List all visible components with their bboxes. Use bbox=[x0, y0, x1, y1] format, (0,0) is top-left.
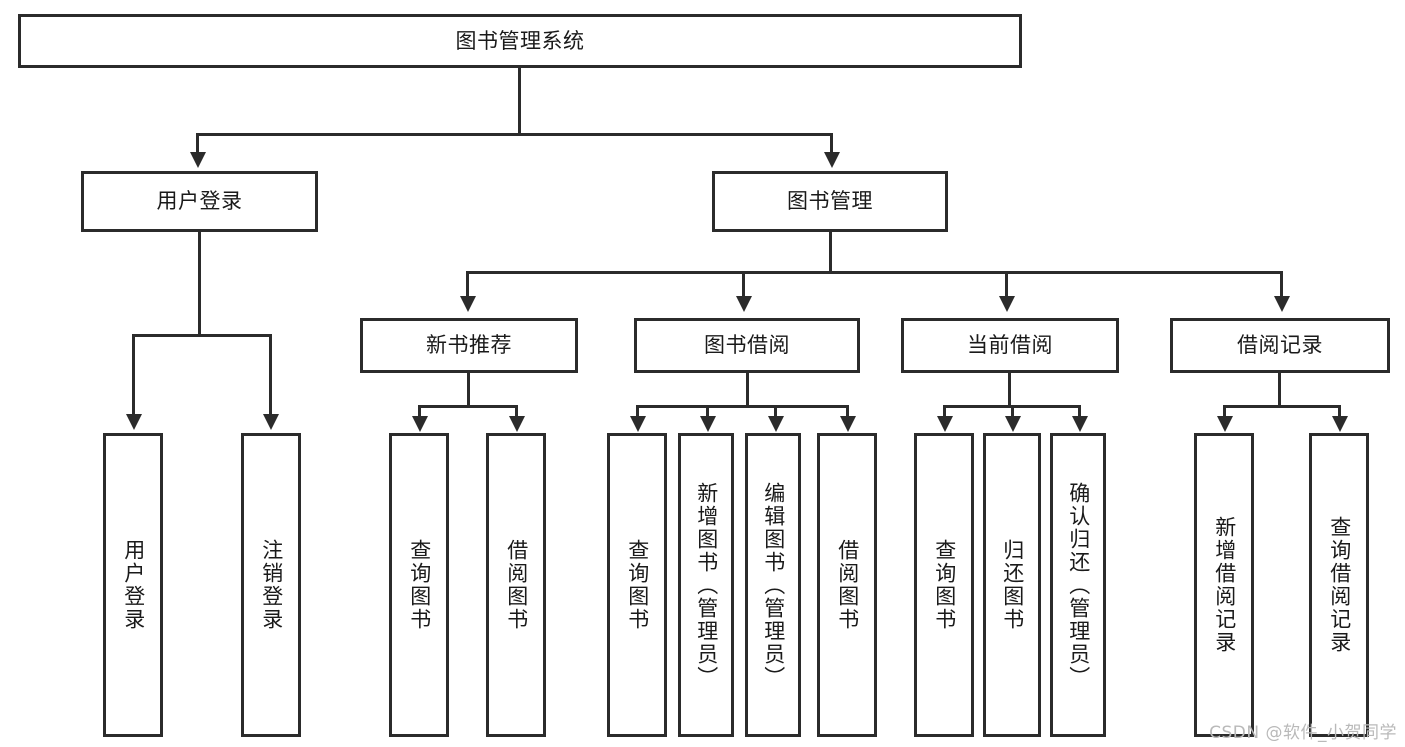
node-book-manage-label: 图书管理 bbox=[787, 189, 873, 214]
connector-book-borrow-drop-2 bbox=[706, 405, 709, 418]
arrowhead-leaf-user-login bbox=[126, 414, 142, 430]
connector-book-manage-stem bbox=[829, 232, 832, 274]
connector-book-borrow-drop-1 bbox=[636, 405, 639, 418]
arrowhead-leaf-borrow-book-1 bbox=[509, 416, 525, 432]
connector-current-borrow-drop-1 bbox=[943, 405, 946, 418]
leaf-logout-login-label: 注销登录 bbox=[259, 539, 284, 631]
leaf-add-book-label: 新增图书（管理员） bbox=[694, 481, 719, 689]
connector-new-book-bus bbox=[418, 405, 518, 408]
leaf-query-book-3[interactable]: 查询图书 bbox=[914, 433, 974, 737]
connector-new-book-drop-2 bbox=[515, 405, 518, 418]
arrowhead-book-manage bbox=[824, 152, 840, 168]
leaf-borrow-book-1[interactable]: 借阅图书 bbox=[486, 433, 546, 737]
node-new-book-recommend-label: 新书推荐 bbox=[426, 333, 512, 358]
node-book-borrow-label: 图书借阅 bbox=[704, 333, 790, 358]
connector-user-login-bus bbox=[132, 334, 272, 337]
leaf-add-record-label: 新增借阅记录 bbox=[1212, 516, 1237, 654]
node-root[interactable]: 图书管理系统 bbox=[18, 14, 1022, 68]
arrowhead-leaf-borrow-book-2 bbox=[840, 416, 856, 432]
arrowhead-leaf-add-record bbox=[1217, 416, 1233, 432]
connector-book-manage-bus bbox=[466, 271, 1283, 274]
leaf-edit-book-label: 编辑图书（管理员） bbox=[761, 481, 786, 689]
leaf-query-book-2[interactable]: 查询图书 bbox=[607, 433, 667, 737]
connector-root-to-user-login bbox=[196, 133, 199, 155]
leaf-add-book[interactable]: 新增图书（管理员） bbox=[678, 433, 734, 737]
leaf-logout-login[interactable]: 注销登录 bbox=[241, 433, 301, 737]
leaf-query-book-2-label: 查询图书 bbox=[625, 539, 650, 631]
node-user-login-label: 用户登录 bbox=[156, 189, 243, 214]
leaf-confirm-return-label: 确认归还（管理员） bbox=[1066, 481, 1091, 689]
arrowhead-leaf-confirm-return bbox=[1072, 416, 1088, 432]
connector-borrow-record-drop-1 bbox=[1223, 405, 1226, 418]
node-root-label: 图书管理系统 bbox=[455, 28, 585, 53]
connector-current-borrow-drop-2 bbox=[1011, 405, 1014, 418]
connector-root-bus bbox=[196, 133, 833, 136]
node-current-borrow-label: 当前借阅 bbox=[967, 333, 1053, 358]
arrowhead-user-login bbox=[190, 152, 206, 168]
csdn-watermark: CSDN @软件_小贺同学 bbox=[1209, 723, 1397, 743]
arrowhead-leaf-query-book-2 bbox=[630, 416, 646, 432]
connector-root-stem bbox=[518, 68, 521, 135]
connector-new-book-stem bbox=[467, 373, 470, 407]
leaf-query-record[interactable]: 查询借阅记录 bbox=[1309, 433, 1369, 737]
arrowhead-leaf-logout-login bbox=[263, 414, 279, 430]
connector-user-login-drop-2 bbox=[269, 334, 272, 416]
connector-book-manage-drop-4 bbox=[1280, 271, 1283, 298]
leaf-query-book-1[interactable]: 查询图书 bbox=[389, 433, 449, 737]
connector-book-borrow-drop-4 bbox=[846, 405, 849, 418]
connector-new-book-drop-1 bbox=[418, 405, 421, 418]
connector-borrow-record-stem bbox=[1278, 373, 1281, 407]
leaf-user-login-label: 用户登录 bbox=[121, 539, 146, 631]
node-book-borrow[interactable]: 图书借阅 bbox=[634, 318, 860, 373]
node-new-book-recommend[interactable]: 新书推荐 bbox=[360, 318, 578, 373]
leaf-return-book-label: 归还图书 bbox=[1000, 539, 1025, 631]
node-borrow-record[interactable]: 借阅记录 bbox=[1170, 318, 1390, 373]
arrowhead-leaf-query-book-1 bbox=[412, 416, 428, 432]
arrowhead-leaf-return-book bbox=[1005, 416, 1021, 432]
connector-root-to-book-manage bbox=[830, 133, 833, 155]
arrowhead-new-book-recommend bbox=[460, 296, 476, 312]
arrowhead-leaf-edit-book bbox=[768, 416, 784, 432]
connector-book-manage-drop-2 bbox=[742, 271, 745, 298]
leaf-borrow-book-2-label: 借阅图书 bbox=[835, 539, 860, 631]
leaf-query-book-1-label: 查询图书 bbox=[407, 539, 432, 631]
arrowhead-book-borrow bbox=[736, 296, 752, 312]
connector-current-borrow-stem bbox=[1008, 373, 1011, 407]
connector-book-borrow-drop-3 bbox=[774, 405, 777, 418]
leaf-query-record-label: 查询借阅记录 bbox=[1327, 516, 1352, 654]
arrowhead-leaf-query-record bbox=[1332, 416, 1348, 432]
connector-book-manage-drop-1 bbox=[466, 271, 469, 298]
node-user-login[interactable]: 用户登录 bbox=[81, 171, 318, 232]
connector-user-login-drop-1 bbox=[132, 334, 135, 416]
node-book-manage[interactable]: 图书管理 bbox=[712, 171, 948, 232]
arrowhead-current-borrow bbox=[999, 296, 1015, 312]
connector-user-login-stem bbox=[198, 232, 201, 336]
leaf-borrow-book-1-label: 借阅图书 bbox=[504, 539, 529, 631]
leaf-edit-book[interactable]: 编辑图书（管理员） bbox=[745, 433, 801, 737]
connector-book-borrow-bus bbox=[636, 405, 849, 408]
arrowhead-leaf-query-book-3 bbox=[937, 416, 953, 432]
arrowhead-borrow-record bbox=[1274, 296, 1290, 312]
leaf-confirm-return[interactable]: 确认归还（管理员） bbox=[1050, 433, 1106, 737]
connector-current-borrow-drop-3 bbox=[1078, 405, 1081, 418]
connector-book-borrow-stem bbox=[746, 373, 749, 407]
node-current-borrow[interactable]: 当前借阅 bbox=[901, 318, 1119, 373]
connector-borrow-record-drop-2 bbox=[1338, 405, 1341, 418]
leaf-user-login[interactable]: 用户登录 bbox=[103, 433, 163, 737]
leaf-query-book-3-label: 查询图书 bbox=[932, 539, 957, 631]
node-borrow-record-label: 借阅记录 bbox=[1237, 333, 1323, 358]
leaf-borrow-book-2[interactable]: 借阅图书 bbox=[817, 433, 877, 737]
connector-borrow-record-bus bbox=[1223, 405, 1341, 408]
arrowhead-leaf-add-book bbox=[700, 416, 716, 432]
leaf-return-book[interactable]: 归还图书 bbox=[983, 433, 1041, 737]
connector-book-manage-drop-3 bbox=[1005, 271, 1008, 298]
leaf-add-record[interactable]: 新增借阅记录 bbox=[1194, 433, 1254, 737]
